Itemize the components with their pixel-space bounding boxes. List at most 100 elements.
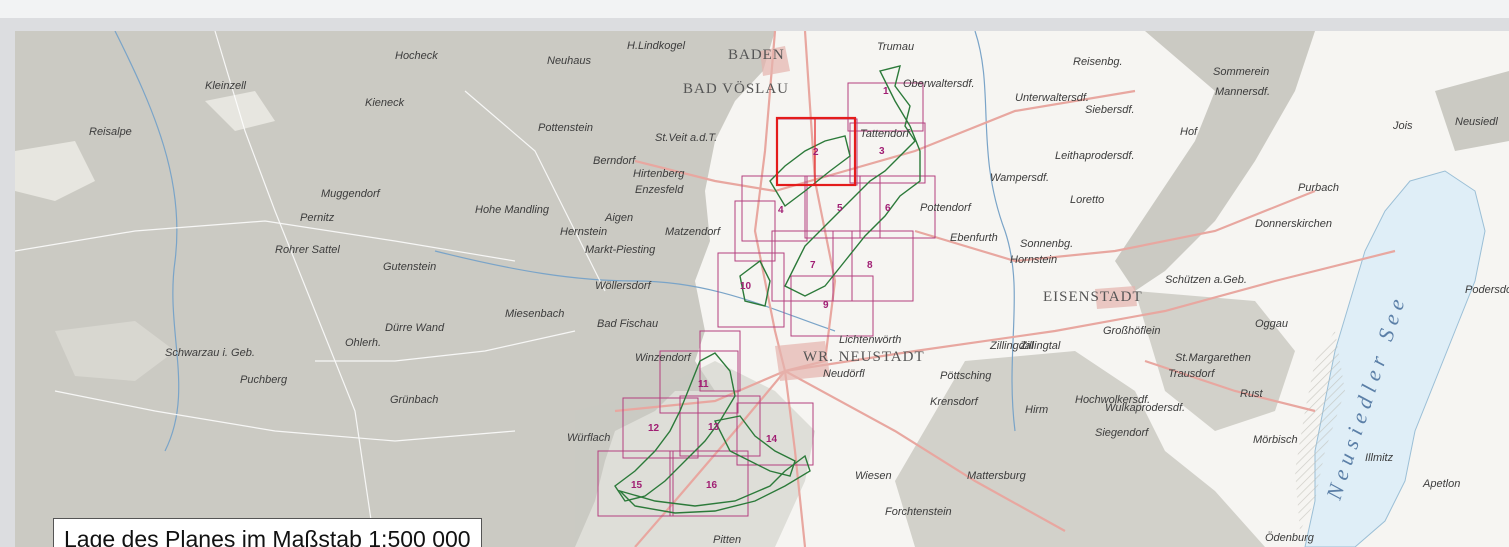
place-label: Pottenstein [538, 122, 593, 134]
river [974, 31, 1016, 432]
terrain-pocket [55, 321, 175, 381]
place-label: Sommerein [1213, 66, 1269, 78]
place-label: Bad Fischau [597, 318, 658, 330]
place-label: Puchberg [240, 374, 288, 386]
place-label: Mannersdf. [1215, 86, 1270, 98]
place-label: Apetlon [1422, 478, 1460, 490]
place-label: Hirm [1025, 404, 1048, 416]
town-label: BAD VÖSLAU [683, 80, 789, 97]
map-canvas: 1 2 3 4 5 6 7 8 9 10 11 12 13 14 15 16 B… [15, 31, 1509, 547]
place-labels: Trumau Hocheck H.Lindkogel Neuhaus Klein… [89, 40, 1509, 546]
terrain-southeast [895, 351, 1265, 547]
sheet-number-4: 4 [778, 205, 784, 216]
place-label: Trausdorf [1168, 368, 1215, 380]
place-label: Kieneck [365, 97, 405, 109]
minor-roads [15, 31, 606, 547]
place-label: Purbach [1298, 182, 1339, 194]
place-label: Wampersdf. [990, 172, 1049, 184]
place-label: Wöllersdorf [595, 280, 652, 292]
urban-area [775, 341, 830, 381]
place-label: Trumau [877, 41, 914, 53]
place-label: Kleinzell [205, 80, 247, 92]
place-label: Hof [1180, 126, 1198, 138]
sheet-number-11: 11 [698, 379, 709, 390]
town-label: BADEN [728, 47, 785, 63]
lake-neusiedler-see [1304, 170, 1486, 547]
place-label: Pitten [713, 534, 741, 546]
river-piesting [434, 250, 836, 332]
sheet-number-5: 5 [837, 203, 843, 214]
sheet-number-1: 1 [883, 86, 889, 97]
place-label: Dürre Wand [385, 322, 445, 334]
place-label: Loretto [1070, 194, 1104, 206]
place-label: Lichtenwörth [839, 334, 901, 346]
sheet-number-8: 8 [867, 260, 873, 271]
place-label: Mörbisch [1253, 434, 1298, 446]
place-label: Schwarzau i. Geb. [165, 347, 255, 359]
place-label: Hornstein [1010, 254, 1057, 266]
place-label: Illmitz [1365, 452, 1394, 464]
place-label: H.Lindkogel [627, 40, 686, 52]
place-label: Miesenbach [505, 308, 564, 320]
place-label: Sonnenbg. [1020, 238, 1073, 250]
place-label: Berndorf [593, 155, 636, 167]
sheet-number-13: 13 [708, 422, 720, 433]
place-label: Leithaprodersdf. [1055, 150, 1135, 162]
place-label: Rohrer Sattel [275, 244, 340, 256]
town-labels: BADEN BAD VÖSLAU WR. NEUSTADT EISENSTADT [683, 47, 1143, 365]
place-label: Aigen [604, 212, 633, 224]
river [114, 31, 180, 452]
place-label: Krensdorf [930, 396, 979, 408]
place-label: Rust [1240, 388, 1264, 400]
town-label: EISENSTADT [1043, 289, 1143, 305]
place-label: Wulkaprodersdf. [1105, 402, 1185, 414]
sheet-number-6: 6 [885, 203, 891, 214]
urban-area [1095, 286, 1137, 309]
place-label: Schützen a.Geb. [1165, 274, 1247, 286]
place-label: Siebersdf. [1085, 104, 1135, 116]
terrain-pocket [205, 91, 275, 131]
urban-area [760, 46, 790, 76]
place-label: Neusiedl [1455, 116, 1498, 128]
sheet-number-7: 7 [810, 260, 816, 271]
overview-map[interactable]: 1 2 3 4 5 6 7 8 9 10 11 12 13 14 15 16 B… [15, 31, 1509, 547]
place-label: Oggau [1255, 318, 1288, 330]
place-label: Wiesen [855, 470, 892, 482]
place-label: Ödenburg [1265, 532, 1315, 544]
place-label: Pottendorf [920, 202, 972, 214]
place-label: Großhöflein [1103, 325, 1160, 337]
terrain-east [1115, 31, 1315, 291]
place-label: Unterwaltersdf. [1015, 92, 1089, 104]
terrain-pocket [15, 141, 95, 201]
protected-area-boundaries [614, 65, 921, 514]
place-label: Neuhaus [547, 55, 592, 67]
place-label: Muggendorf [321, 188, 381, 200]
place-label: Tattendorf [860, 128, 910, 140]
sheet-number-14: 14 [766, 434, 778, 445]
sheet-number-15: 15 [631, 480, 643, 491]
place-label: Hohe Mandling [475, 204, 550, 216]
place-label: Podersdorf [1465, 284, 1509, 296]
place-label: Hirtenberg [633, 168, 685, 180]
place-label: Würflach [567, 432, 610, 444]
sheet-number-9: 9 [823, 300, 829, 311]
place-label: Winzendorf [635, 352, 691, 364]
place-label: Ohlerh. [345, 337, 381, 349]
place-label: St.Veit a.d.T. [655, 132, 717, 144]
place-label: Hochwolkersdf. [1075, 394, 1150, 406]
sheet-number-16: 16 [706, 480, 718, 491]
reed-belt [1295, 331, 1345, 531]
map-caption: Lage des Planes im Maßstab 1:500 000 [53, 518, 482, 547]
place-label: Donnerskirchen [1255, 218, 1332, 230]
sheet-number-2: 2 [813, 147, 819, 158]
place-label: Oberwaltersdf. [903, 78, 975, 90]
place-label: Neudörfl [823, 368, 865, 380]
place-label: Enzesfeld [635, 184, 684, 196]
sheet-numbers: 1 2 3 4 5 6 7 8 9 10 11 12 13 14 15 16 [631, 86, 891, 491]
place-label: Zillingdal [989, 340, 1034, 352]
place-label: Hocheck [395, 50, 438, 62]
place-label: Pöttsching [940, 370, 992, 382]
place-label: Grünbach [390, 394, 438, 406]
place-label: Mattersburg [967, 470, 1027, 482]
place-label: St.Margarethen [1175, 352, 1251, 364]
